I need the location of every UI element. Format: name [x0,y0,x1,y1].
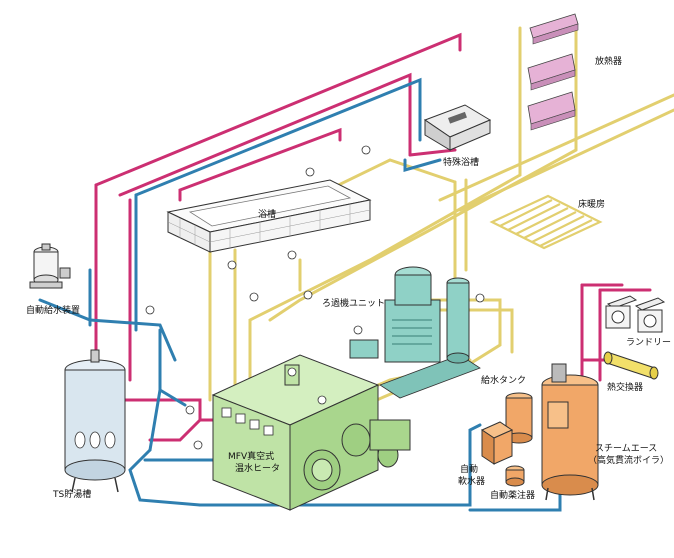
label-bathtub: 浴槽 [258,208,276,220]
label-floor-heating: 床暖房 [578,198,605,210]
laundry-machines [605,295,666,333]
magenta-pipes [94,32,652,442]
radiator-middle [527,53,576,91]
label-softener-line1: 自動 [460,463,478,475]
label-radiator: 放熱器 [595,55,622,67]
label-feed-tank: 給水タンク [481,374,526,386]
special-bath-unit [423,104,492,151]
floor-heating-grid [489,194,603,250]
filter-unit [349,266,481,399]
label-softener-line2: 軟水器 [458,475,485,487]
label-steam-ace-line1: スチームエース [595,443,657,454]
auto-water-softener [480,421,514,465]
label-ts-tank: TS貯湯槽 [52,488,91,500]
label-steam-ace-line2: （高気貫流ボイラ） [588,454,669,466]
ts-storage-tank [64,349,126,493]
blue-pipes [38,77,562,512]
label-mfv-heater-line1: MFV真空式 [228,450,274,462]
heat-exchanger [603,351,659,380]
yellow-pipes [208,22,674,422]
label-chem-injector: 自動薬注器 [490,489,535,501]
auto-chemical-injector [505,465,525,487]
label-filter-unit: ろ過機ユニット [322,297,385,309]
steam-ace-boiler [541,363,599,501]
label-heat-exchanger: 熱交換器 [607,381,643,393]
label-mfv-heater-line2: 温水ヒータ [235,462,280,474]
label-auto-water-supply: 自動給水装置 [26,304,80,316]
bathtub [166,179,372,253]
valves [145,145,485,450]
label-special-bath: 特殊浴槽 [443,156,479,168]
auto-water-supply-device [29,243,71,289]
label-laundry: ランドリー [626,337,671,348]
mfv-vacuum-heater [211,354,411,511]
radiator-top [529,13,579,45]
radiator-bottom [527,91,576,131]
